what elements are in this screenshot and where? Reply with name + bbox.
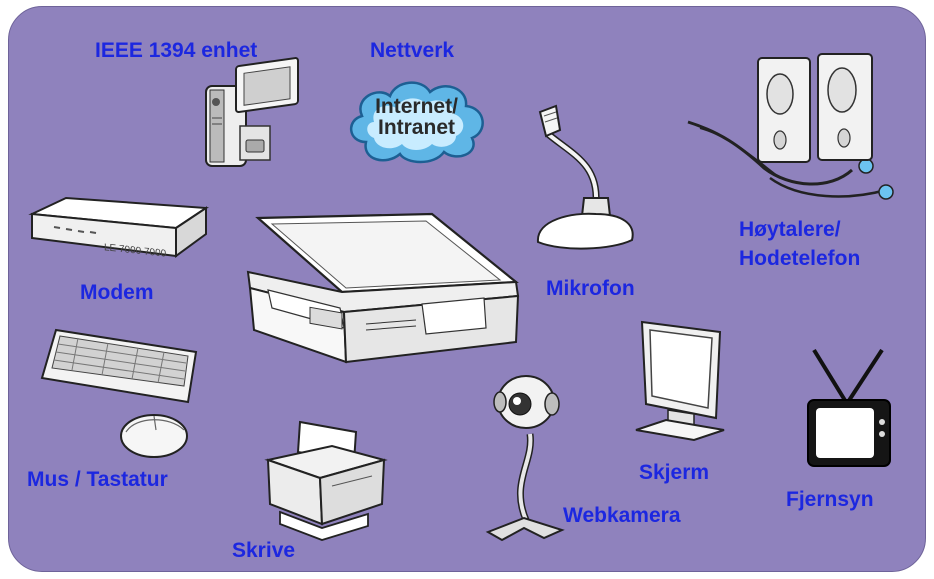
speakers-label-line1: Høytalere/ (739, 218, 841, 241)
modem-icon: LE 7000 7000 (28, 196, 209, 260)
monitor-label: Skjerm (639, 461, 710, 484)
cloud-text-line2: Intranet (377, 116, 455, 139)
cloud-text: Internet/ Intranet (354, 96, 479, 138)
printer-label: Skrive (232, 539, 296, 562)
camcorder-icon (205, 57, 299, 167)
modem-label: Modem (80, 281, 154, 304)
speakers-label: Høytalere/ Hodetelefon (739, 217, 860, 272)
keyboard-icon (40, 328, 198, 404)
network-label: Nettverk (370, 39, 455, 62)
webcam-label: Webkamera (563, 504, 681, 527)
webcam-icon (485, 375, 565, 542)
speakers-icon (687, 53, 894, 200)
microphone-icon (536, 104, 634, 250)
microphone-label: Mikrofon (546, 277, 635, 300)
mouse-keyboard-label: Mus / Tastatur (27, 468, 168, 491)
tv-icon (807, 348, 891, 467)
cloud-icon (350, 81, 484, 164)
speakers-label-line2: Hodetelefon (739, 247, 861, 270)
mouse-icon (120, 414, 188, 458)
printer-icon (264, 420, 388, 541)
cloud-text-line1: Internet/ (375, 95, 458, 118)
ieee1394-label: IEEE 1394 enhet (95, 39, 258, 62)
laptop-icon (246, 212, 520, 364)
tv-label: Fjernsyn (786, 488, 874, 511)
monitor-icon (635, 320, 725, 442)
